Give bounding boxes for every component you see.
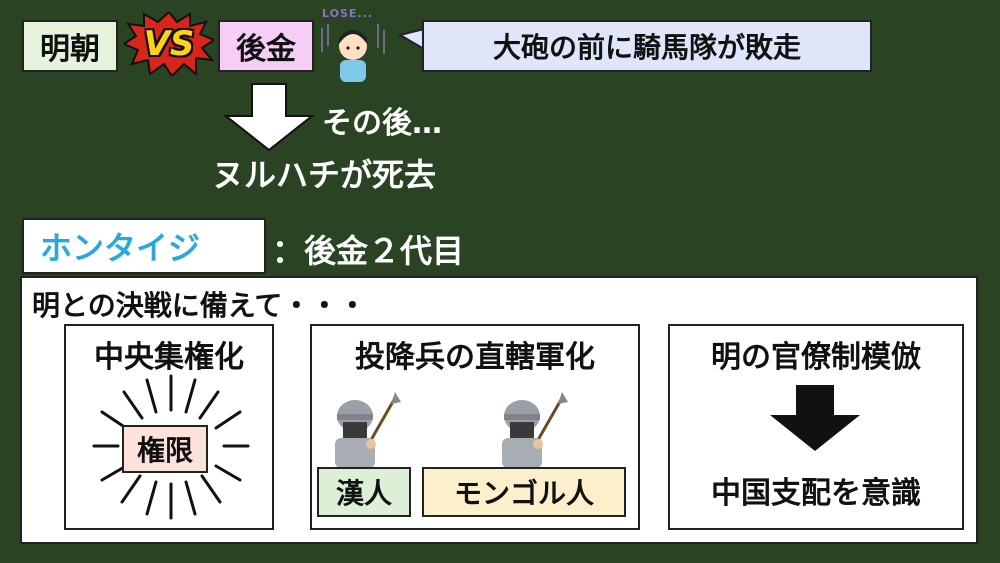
emphasis-lines-icon: [92, 374, 250, 520]
spear-soldier-icon: [335, 392, 401, 468]
spear-soldier-icon: [502, 392, 568, 468]
china-rule-text: 中国支配を意識: [711, 476, 921, 511]
down-arrow-icon: [770, 385, 860, 451]
ming-dynasty-label: 明朝: [22, 20, 118, 72]
crying-person-icon: [321, 24, 385, 82]
authority-badge: 権限: [122, 425, 208, 473]
vs-burst-icon: [124, 12, 214, 76]
han-people-label: 漢人: [317, 467, 411, 517]
down-arrow-icon: [224, 83, 314, 152]
lose-label: LOSE...: [322, 7, 373, 20]
hong-taiji-label: ホンタイジ: [22, 218, 266, 274]
panel-intro-text: 明との決戦に備えて・・・: [32, 289, 367, 322]
then-text: その後…: [322, 106, 442, 141]
vs-label: VS: [143, 24, 195, 64]
mongol-people-label: モンゴル人: [422, 467, 626, 517]
bureaucracy-title: 明の官僚制模倣: [711, 340, 921, 375]
later-jin-label: 後金: [218, 20, 314, 72]
speech-bubble: 大砲の前に騎馬隊が敗走: [422, 20, 872, 72]
centralization-title: 中央集権化: [94, 340, 244, 375]
nurhaci-death-text: ヌルハチが死去: [212, 156, 437, 194]
surrendered-soldiers-title: 投降兵の直轄軍化: [355, 340, 595, 375]
hong-taiji-description: ：後金２代目: [272, 232, 465, 270]
centralization-card: [64, 324, 274, 530]
